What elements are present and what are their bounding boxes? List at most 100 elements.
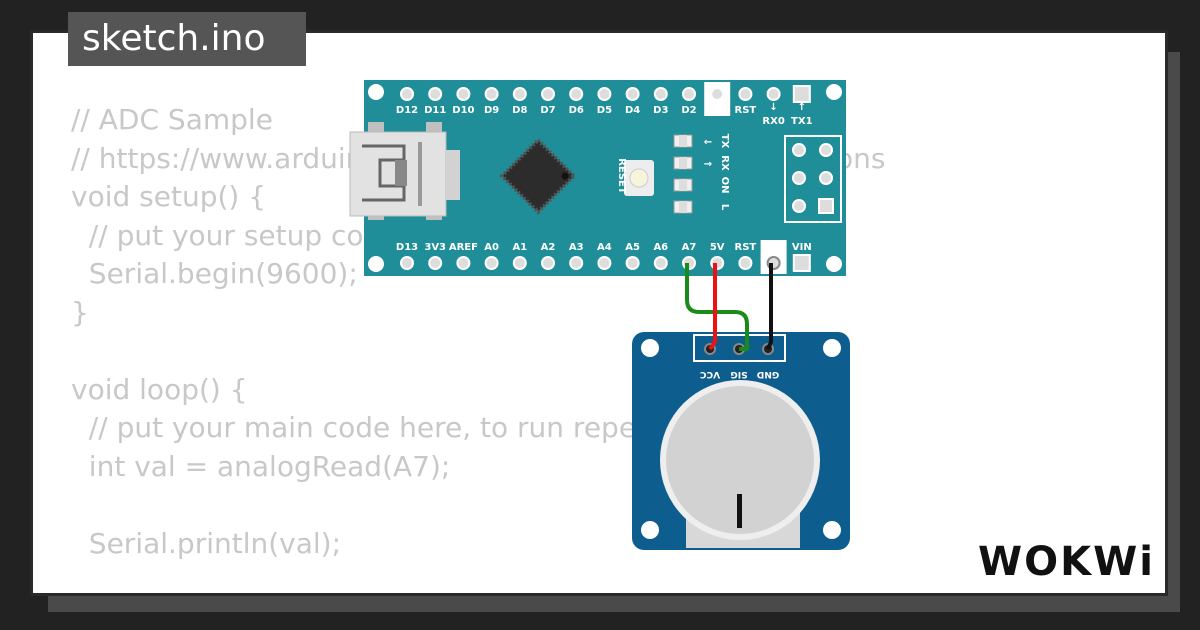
- pin-label: GND: [761, 242, 786, 253]
- pin-label: D9: [484, 105, 499, 116]
- pin-label: D13: [396, 242, 418, 253]
- pin-label: D12: [396, 105, 418, 116]
- pin-arrow: ↑: [798, 102, 806, 113]
- led-label: ON: [719, 177, 730, 194]
- led-on: ON: [673, 177, 730, 194]
- wire-ground[interactable]: [766, 263, 773, 350]
- pin-rx0[interactable]: ↓ RX0: [762, 87, 785, 127]
- pin-label: A6: [653, 242, 668, 253]
- pin-label: RST: [735, 105, 757, 116]
- wires: [685, 263, 773, 351]
- pin-a5[interactable]: A5: [625, 242, 640, 270]
- pin-label: A3: [569, 242, 584, 253]
- pin-label: AREF: [449, 242, 478, 253]
- pin-d11[interactable]: D11: [424, 87, 446, 116]
- pin-d7[interactable]: D7: [540, 87, 556, 116]
- wokwi-logo: WOKWi: [978, 539, 1155, 585]
- pin-d2[interactable]: D2: [681, 87, 697, 116]
- code-line: Serial.begin(9600);: [71, 257, 358, 290]
- pin-label: TX1: [791, 116, 813, 127]
- svg-text:→: →: [704, 159, 712, 170]
- code-line: Serial.println(val);: [71, 526, 342, 560]
- pin-label: A0: [484, 242, 499, 253]
- pin-d8[interactable]: D8: [512, 87, 527, 116]
- pin-label: A1: [512, 242, 527, 253]
- pot-pin-label: VCC: [700, 369, 721, 379]
- pin-label: D4: [625, 105, 640, 116]
- file-tab[interactable]: sketch.ino: [68, 12, 306, 66]
- pin-label: D7: [540, 105, 555, 116]
- led-rx: → RX: [673, 155, 730, 171]
- mount-hole: [826, 84, 842, 100]
- icsp-header: [784, 135, 842, 223]
- pin-d9[interactable]: D9: [484, 87, 499, 116]
- pin-a0[interactable]: A0: [484, 242, 499, 270]
- pin-d13[interactable]: D13: [396, 242, 418, 270]
- mount-hole: [826, 256, 842, 272]
- pin-d4[interactable]: D4: [625, 87, 640, 116]
- pin-label: GND: [705, 105, 730, 116]
- pin-label: RST: [735, 242, 757, 253]
- mount-hole: [641, 339, 659, 357]
- pin-label: 3V3: [424, 242, 446, 253]
- pin-a4[interactable]: A4: [597, 242, 612, 270]
- mount-hole: [368, 256, 384, 272]
- pin-d12[interactable]: D12: [396, 87, 418, 116]
- mount-hole: [823, 521, 841, 539]
- code-line: // ADC Sample: [71, 103, 273, 136]
- pin-label: A7: [682, 242, 697, 253]
- led-label: TX: [719, 134, 730, 149]
- code-line: void setup() {: [71, 180, 267, 213]
- led-label: L: [719, 204, 730, 211]
- pin-a2[interactable]: A2: [541, 242, 556, 270]
- pin-a6[interactable]: A6: [653, 242, 668, 270]
- reset-label: RESET: [616, 158, 627, 194]
- pin-label: D3: [653, 105, 668, 116]
- pin-3v3[interactable]: 3V3: [424, 242, 446, 270]
- mount-hole: [641, 521, 659, 539]
- pin-a1[interactable]: A1: [512, 242, 527, 270]
- wire-signal[interactable]: [685, 263, 749, 351]
- pin-tx1[interactable]: ↑ TX1: [791, 85, 813, 127]
- pin-arrow: ↓: [769, 102, 777, 113]
- pin-label: 5V: [710, 242, 725, 253]
- microcontroller-chip: [499, 137, 577, 215]
- pin-d10[interactable]: D10: [452, 87, 475, 116]
- status-leds: ← TX → RX ON L: [673, 134, 730, 214]
- pin-label: D10: [452, 105, 474, 116]
- pin-label: A5: [625, 242, 640, 253]
- pin-gnd[interactable]: GND: [705, 87, 730, 116]
- pot-pin-label: GND: [757, 369, 779, 379]
- mount-hole: [823, 339, 841, 357]
- pin-label: D8: [512, 105, 527, 116]
- pin-label: D5: [597, 105, 612, 116]
- pin-label: D6: [569, 105, 584, 116]
- code-line: int val = analogRead(A7);: [71, 449, 451, 483]
- pin-d3[interactable]: D3: [653, 87, 668, 116]
- pin-label: A4: [597, 242, 612, 253]
- pin-label: D11: [424, 105, 446, 116]
- pin-d5[interactable]: D5: [597, 87, 612, 116]
- pin-rst[interactable]: RST: [735, 242, 757, 270]
- led-l: L: [673, 200, 730, 214]
- pin-label: RX0: [762, 116, 784, 127]
- reset-button[interactable]: RESET: [616, 158, 654, 196]
- svg-text:←: ←: [704, 137, 712, 148]
- pot-knob-indicator: [737, 494, 742, 528]
- pin-a3[interactable]: A3: [569, 242, 584, 270]
- led-tx: ← TX: [673, 134, 730, 149]
- pin-d6[interactable]: D6: [569, 87, 584, 116]
- led-label: RX: [719, 155, 730, 171]
- pin-aref[interactable]: AREF: [449, 242, 478, 270]
- pin-rst[interactable]: RST: [735, 87, 757, 116]
- pin-vin[interactable]: VIN: [792, 242, 812, 272]
- pot-knob[interactable]: [666, 386, 814, 534]
- usb-connector: [349, 122, 460, 220]
- pin-label: A2: [541, 242, 556, 253]
- wire-vcc[interactable]: [708, 263, 717, 351]
